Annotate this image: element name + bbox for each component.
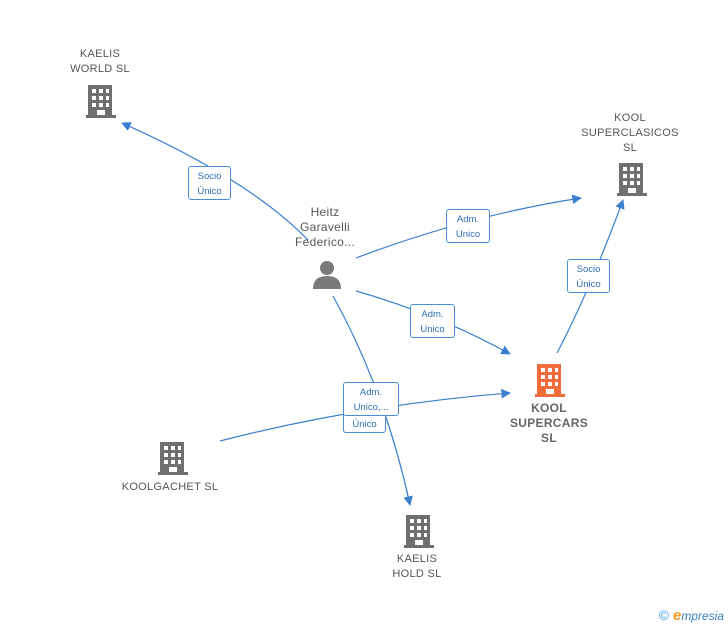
edge-heitz-kaelis-world [121, 122, 309, 241]
node-label-kaelis-world[interactable]: KAELIS WORLD SL [70, 48, 130, 75]
edge-label-adm-unico-superclasicos: Adm. Unico [446, 209, 490, 243]
brand-initial: e [672, 607, 682, 624]
node-label-kool-supercars[interactable]: KOOL SUPERCARS SL [509, 401, 589, 445]
edge-label-socio-unico-world: Socio Único [188, 166, 231, 200]
brand-footer[interactable]: ©empresia [659, 607, 724, 624]
node-label-koolgachet[interactable]: KOOLGACHET SL [121, 481, 219, 493]
brand-name: mpresia [681, 609, 724, 623]
node-label-heitz[interactable]: Heitz Garavelli Federico... [295, 205, 355, 249]
edge-label-socio-unico-superclasicos: Socio Único [567, 259, 610, 293]
copyright-icon: © [658, 607, 669, 623]
edge-label-adm-unico-hold: Adm. Unico,... [343, 382, 399, 416]
building-icon[interactable] [404, 515, 434, 548]
node-label-kool-superclasicos[interactable]: KOOL SUPERCLASICOS SL [581, 112, 679, 154]
building-icon[interactable] [158, 442, 188, 475]
building-icon[interactable] [617, 163, 647, 196]
edge-label-adm-unico-supercars: Adm. Unico [410, 304, 455, 338]
building-icon[interactable] [86, 85, 116, 118]
node-label-kaelis-hold[interactable]: KAELIS HOLD SL [392, 553, 442, 580]
building-icon[interactable] [535, 364, 565, 397]
person-icon[interactable] [313, 261, 341, 289]
